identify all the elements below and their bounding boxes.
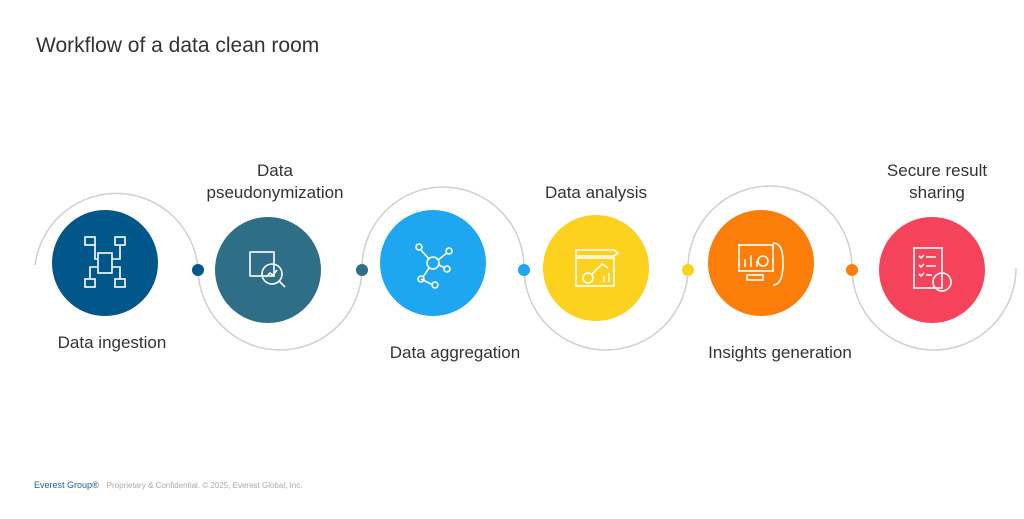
step-circle-2 [215,217,321,323]
step-circle-4 [543,215,649,321]
arc-5 [687,185,853,269]
step-circle-5 [708,210,814,316]
everest-logo: Everest Group® [34,480,99,490]
step-label-5: Insights generation [708,343,852,362]
step-circle-6 [879,217,985,323]
connector-dot-4 [682,264,694,276]
arc-4 [523,267,689,351]
node-graph-icon [415,243,453,289]
connector-dot-5 [846,264,858,276]
checklist-bug-icon [913,247,952,292]
arc-2 [197,267,363,351]
chip-magnifier-icon [249,251,286,288]
connector-dot-2 [356,264,368,276]
step-circle-3 [380,210,486,316]
step-label-4: Data analysis [544,183,648,202]
connector-dot-1 [192,264,204,276]
arc-6 [851,267,1017,351]
footer: Everest Group® Proprietary & Confidentia… [34,480,302,490]
footer-text: Proprietary & Confidential. © 2025, Ever… [106,480,303,490]
arc-1 [34,192,199,269]
arc-3 [361,186,525,269]
robot-arm-chart-icon [575,249,620,287]
step-label-1: Data ingestion [57,333,167,352]
step-label-6: Secure result sharing [886,161,988,202]
step-label-2: Data pseudonymization [206,161,344,202]
connector-dot-3 [518,264,530,276]
page-title: Workflow of a data clean room [36,34,320,57]
dashboard-gear-icon [738,242,784,286]
data-network-icon [84,236,126,288]
step-label-3: Data aggregation [389,343,521,362]
step-circle-1 [52,210,158,316]
